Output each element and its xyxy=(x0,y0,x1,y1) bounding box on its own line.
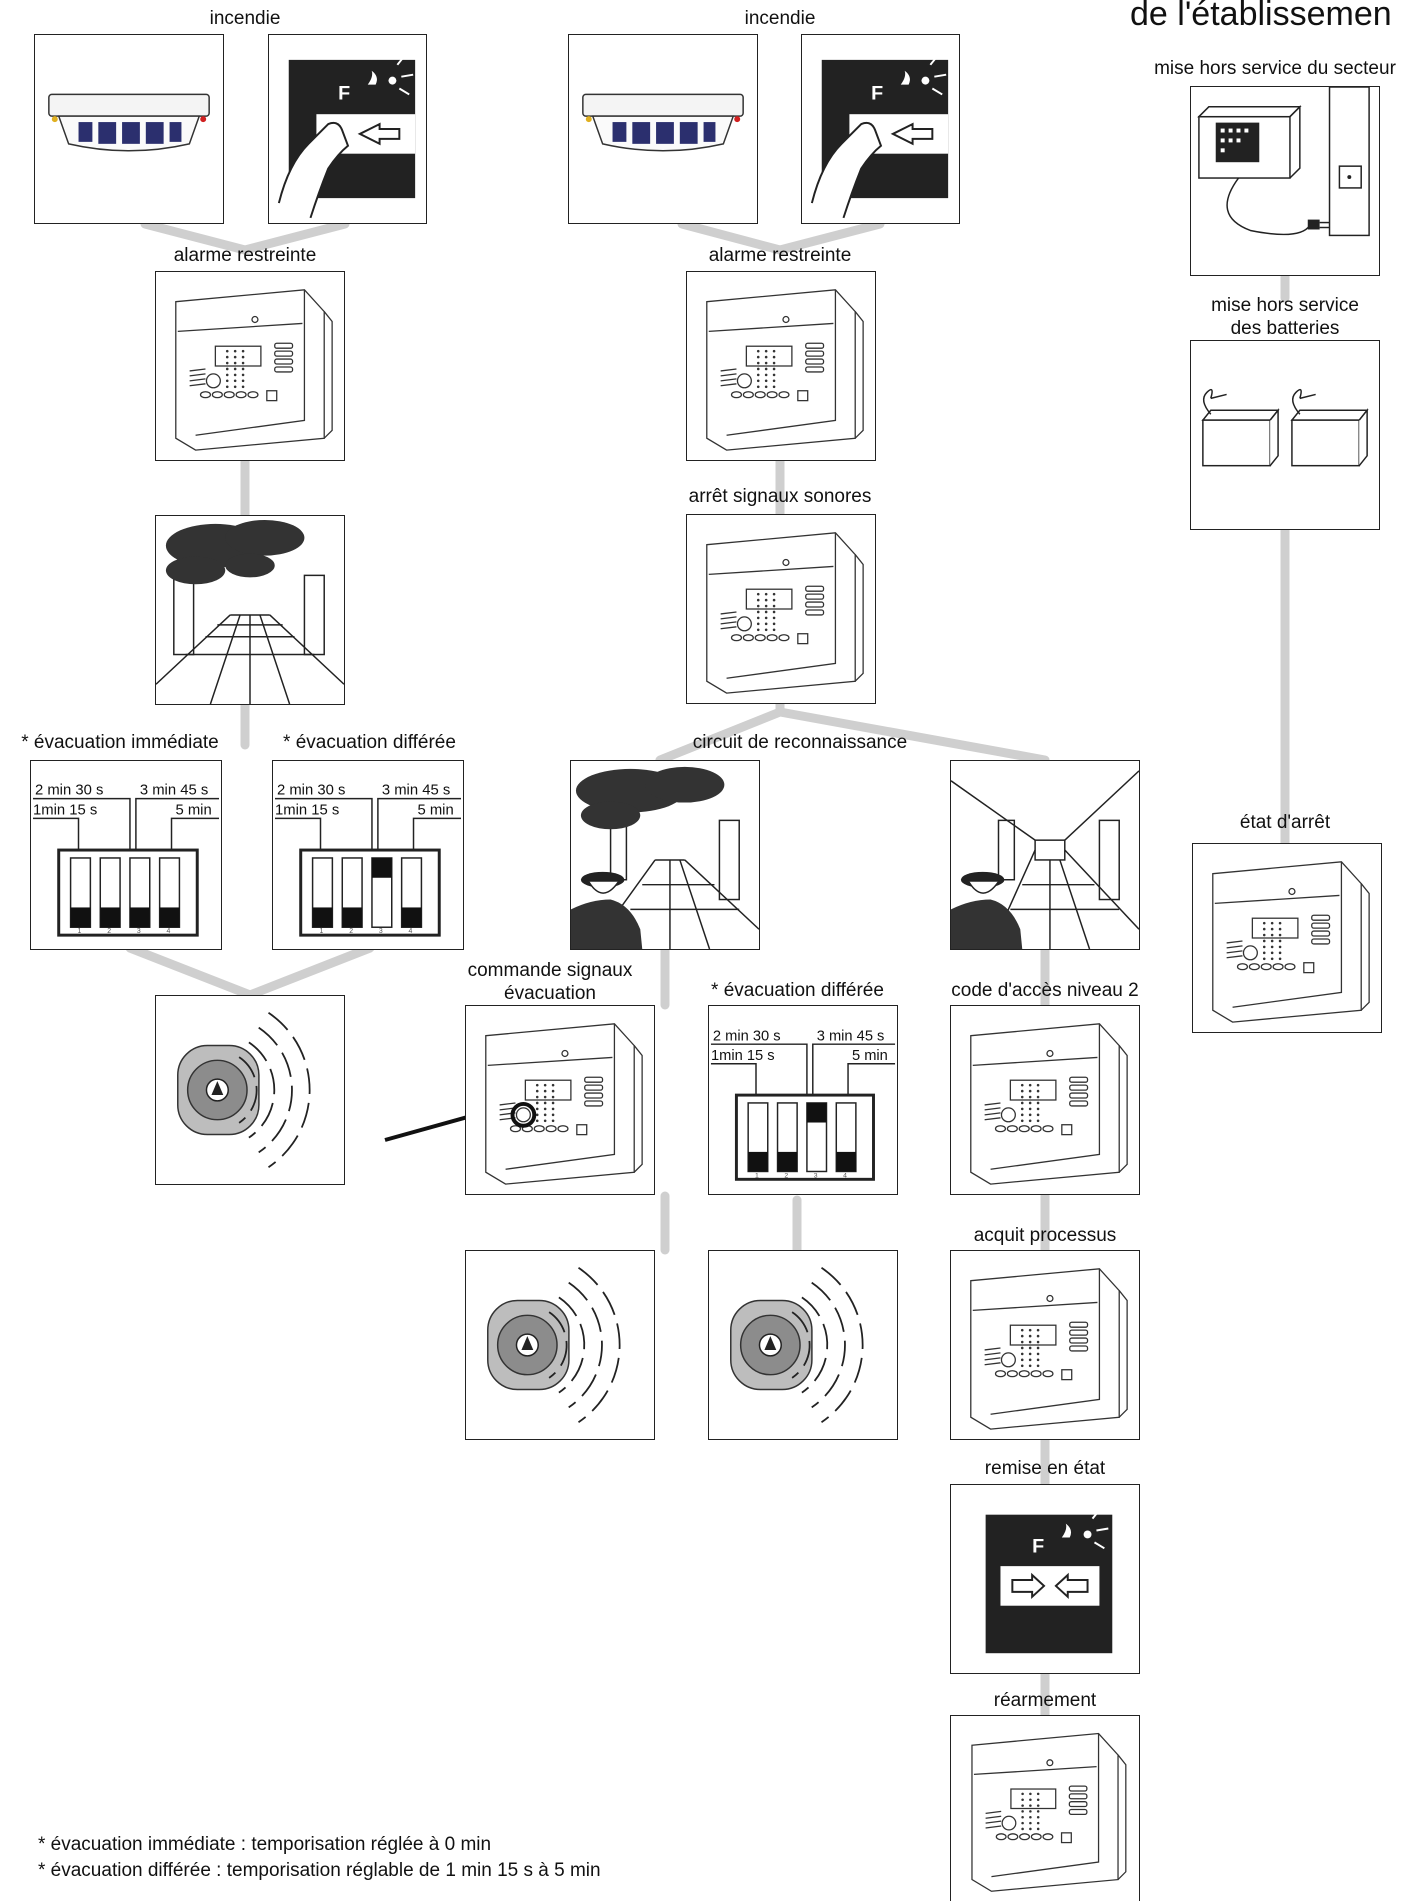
svg-text:2 min 30 s: 2 min 30 s xyxy=(35,783,103,799)
control-panel-picture-acquit xyxy=(950,1250,1140,1440)
svg-text:2 min 30 s: 2 min 30 s xyxy=(277,783,345,799)
svg-text:1: 1 xyxy=(755,1172,759,1179)
control-panel-evac-button[interactable] xyxy=(465,1005,655,1195)
control-panel-picture-2 xyxy=(686,271,876,461)
label-acquit-processus: acquit processus xyxy=(973,1225,1117,1246)
control-panel-picture-stopped xyxy=(1192,843,1382,1033)
label-rearmement: réarmement xyxy=(993,1690,1097,1711)
svg-text:3: 3 xyxy=(379,928,383,935)
dip-switch-icon: 2 min 30 s 3 min 45 s 1min 15 s 5 min 1 2 3 4 xyxy=(32,783,220,937)
svg-text:3 min 45 s: 3 min 45 s xyxy=(140,783,208,799)
dip-switch-icon: 2 min 30 s 3 min 45 s 1min 15 s 5 min 1 2 3 4 xyxy=(711,1028,896,1181)
label-alarme-restreinte-1: alarme restreinte xyxy=(173,245,317,266)
mains-power-icon xyxy=(1197,87,1370,237)
label-batteries-2: des batteries xyxy=(1230,318,1340,339)
label-batteries-1: mise hors service xyxy=(1211,295,1359,316)
svg-text:5 min: 5 min xyxy=(175,802,211,818)
control-panel-icon xyxy=(706,289,864,451)
sounder-picture-2 xyxy=(465,1250,655,1440)
smoke-detector-icon xyxy=(48,93,210,152)
guard-corridor-icon xyxy=(951,770,1139,949)
label-commande-signaux-2: évacuation xyxy=(504,983,596,1004)
svg-text:3 min 45 s: 3 min 45 s xyxy=(382,783,450,799)
svg-text:1min 15 s: 1min 15 s xyxy=(711,1048,775,1064)
sounder-icon xyxy=(177,1012,311,1168)
label-code-acces: code d'accès niveau 2 xyxy=(951,980,1139,1001)
control-panel-picture-rearm xyxy=(950,1715,1140,1901)
control-panel-picture-code xyxy=(950,1005,1140,1195)
footnote-deferred: * évacuation différée : temporisation ré… xyxy=(38,1860,601,1881)
svg-text:1: 1 xyxy=(78,928,82,935)
smoke-detector-picture xyxy=(34,34,224,224)
manual-call-point-icon: F xyxy=(810,54,949,219)
batteries-picture xyxy=(1190,340,1380,530)
dip-switch-icon: 2 min 30 s 3 min 45 s 1min 15 s 5 min 1 2 3 4 xyxy=(275,783,462,937)
control-panel-icon xyxy=(1212,861,1370,1023)
svg-text:2 min 30 s: 2 min 30 s xyxy=(713,1028,781,1044)
svg-text:3 min 45 s: 3 min 45 s xyxy=(817,1028,885,1044)
svg-text:1: 1 xyxy=(320,928,324,935)
label-arret-signaux: arrêt signaux sonores xyxy=(688,486,872,507)
mains-power-picture xyxy=(1190,86,1380,276)
label-circuit-reconnaissance: circuit de reconnaissance xyxy=(692,732,908,753)
guard-smoke-corridor-picture xyxy=(570,760,760,950)
svg-text:5 min: 5 min xyxy=(417,802,453,818)
timer-switch-deferred-2[interactable]: 2 min 30 s 3 min 45 s 1min 15 s 5 min 1 2 3 4 xyxy=(708,1005,898,1195)
label-evac-differee-2: * évacuation différée xyxy=(711,980,884,1001)
smoke-corridor-icon xyxy=(156,519,344,704)
label-alarme-restreinte-2: alarme restreinte xyxy=(708,245,852,266)
sounder-icon xyxy=(730,1267,864,1423)
svg-text:F: F xyxy=(1032,1535,1044,1557)
svg-text:4: 4 xyxy=(167,928,171,935)
footnote-immediate: * évacuation immédiate : temporisation r… xyxy=(38,1834,492,1855)
sounder-picture-3 xyxy=(708,1250,898,1440)
svg-text:F: F xyxy=(871,82,883,104)
control-panel-picture-3 xyxy=(686,514,876,704)
label-incendie-1: incendie xyxy=(209,8,281,29)
svg-text:2: 2 xyxy=(349,928,353,935)
manual-call-point-reset-icon: F xyxy=(985,1508,1113,1654)
batteries-icon xyxy=(1201,388,1369,467)
control-panel-icon xyxy=(175,289,333,451)
label-remise-en-etat: remise en état xyxy=(984,1458,1106,1479)
smoke-detector-picture-2 xyxy=(568,34,758,224)
timer-switch-immediate[interactable]: 2 min 30 s 3 min 45 s 1min 15 s 5 min 1 2 3 4 xyxy=(30,760,222,950)
control-panel-icon xyxy=(706,532,864,694)
control-panel-icon xyxy=(970,1268,1128,1430)
label-incendie-2: incendie xyxy=(744,8,816,29)
label-commande-signaux-1: commande signaux xyxy=(467,960,633,981)
svg-text:4: 4 xyxy=(409,928,413,935)
svg-text:2: 2 xyxy=(784,1172,788,1179)
control-panel-icon xyxy=(485,1023,643,1185)
svg-text:4: 4 xyxy=(843,1172,847,1179)
svg-text:1min 15 s: 1min 15 s xyxy=(33,802,97,818)
manual-call-point-picture: F xyxy=(268,34,427,224)
svg-text:3: 3 xyxy=(137,928,141,935)
manual-call-point-picture-2: F xyxy=(801,34,960,224)
svg-text:1min 15 s: 1min 15 s xyxy=(275,802,339,818)
label-mise-hors-service-secteur: mise hors service du secteur xyxy=(1154,58,1396,79)
svg-text:5 min: 5 min xyxy=(852,1048,888,1064)
page-title: de l'établissemen xyxy=(1130,0,1392,33)
manual-call-point-icon: F xyxy=(277,54,416,219)
svg-text:3: 3 xyxy=(814,1172,818,1179)
label-evac-differee-1: * évacuation différée xyxy=(283,732,456,753)
guard-clear-corridor-picture xyxy=(950,760,1140,950)
smoke-corridor-picture xyxy=(155,515,345,705)
sounder-picture-1 xyxy=(155,995,345,1185)
guard-corridor-icon xyxy=(571,766,759,949)
control-panel-picture xyxy=(155,271,345,461)
label-etat-arret: état d'arrêt xyxy=(1239,812,1331,833)
timer-switch-deferred-1[interactable]: 2 min 30 s 3 min 45 s 1min 15 s 5 min 1 2 3 4 xyxy=(272,760,464,950)
svg-text:F: F xyxy=(338,82,350,104)
svg-text:2: 2 xyxy=(107,928,111,935)
control-panel-icon xyxy=(970,1023,1128,1185)
sounder-icon xyxy=(487,1267,621,1423)
reset-call-point-picture: F xyxy=(950,1484,1140,1674)
label-evac-immediate: * évacuation immédiate xyxy=(21,732,219,753)
control-panel-icon xyxy=(971,1732,1127,1892)
smoke-detector-icon xyxy=(582,93,744,152)
